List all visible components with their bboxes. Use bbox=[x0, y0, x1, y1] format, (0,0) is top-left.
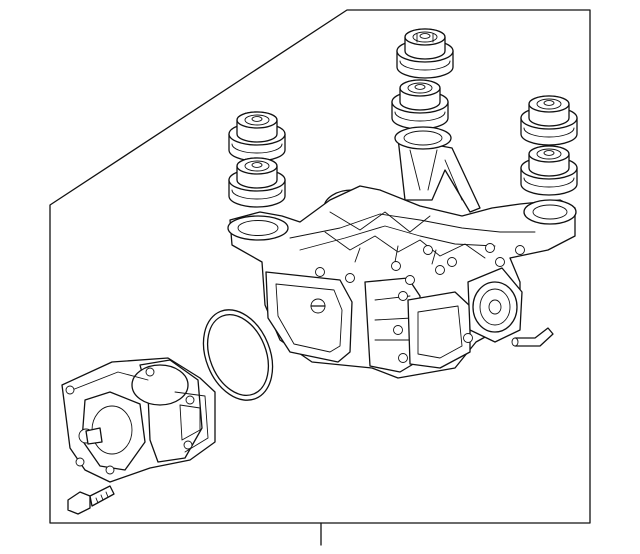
mounting-bushing-upper-left[interactable] bbox=[228, 111, 286, 162]
o-ring-seal[interactable] bbox=[191, 299, 286, 410]
vent-hose-fitting[interactable] bbox=[511, 327, 554, 347]
mounting-bolt[interactable] bbox=[67, 485, 115, 515]
mounting-bushing-top-center[interactable] bbox=[396, 28, 454, 79]
mounting-bushing-lower-right[interactable] bbox=[520, 145, 578, 196]
mounting-bushing-lower-left[interactable] bbox=[228, 157, 286, 208]
mounting-bushing-mid-center[interactable] bbox=[391, 79, 449, 130]
mounting-bushing-upper-right[interactable] bbox=[520, 95, 578, 146]
rear-differential-housing[interactable] bbox=[227, 126, 577, 379]
coupling-unit[interactable] bbox=[61, 357, 216, 483]
diagram-frame bbox=[49, 9, 591, 546]
